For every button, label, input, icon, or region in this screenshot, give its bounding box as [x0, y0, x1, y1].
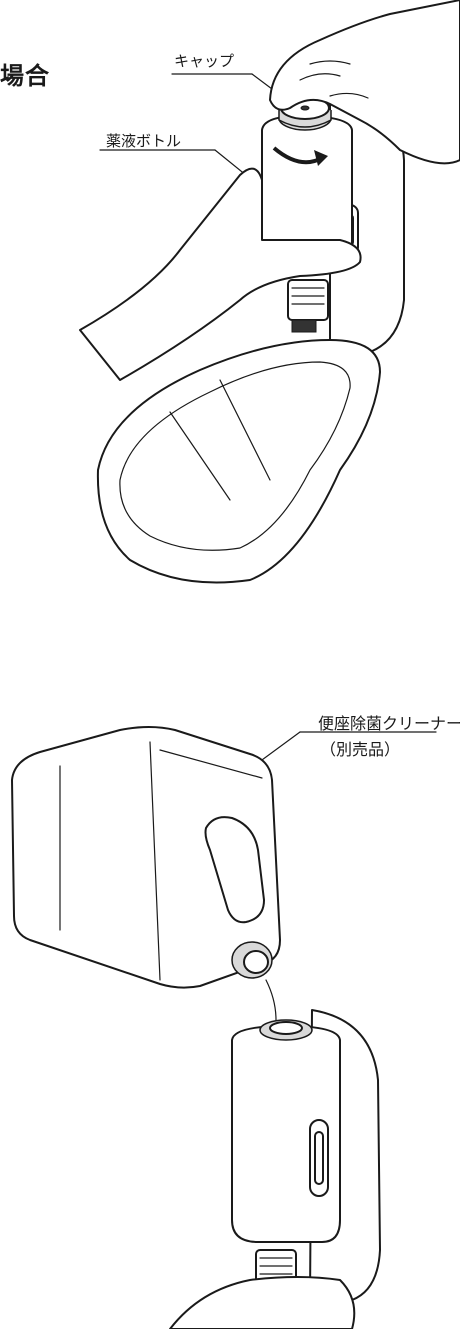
bottle-opening	[269, 1021, 303, 1035]
sight-window-2-inner	[314, 1131, 324, 1185]
rotate-arrow-head	[314, 150, 328, 166]
lower-hand	[79, 167, 362, 381]
cleaner-note: （別売品）	[320, 740, 401, 759]
jerrycan-edges	[59, 741, 161, 981]
tray	[96, 339, 381, 584]
cap-center	[300, 105, 310, 111]
bottle-cap-illustration	[79, 0, 460, 584]
pour-stream	[265, 979, 277, 1021]
tray-2	[169, 1276, 356, 1329]
jerrycan-handle	[204, 816, 265, 924]
jerrycan-spout-inner	[243, 950, 269, 974]
upper-hand	[269, 0, 460, 165]
cleaner-jerrycan	[11, 726, 281, 989]
refill-illustration	[11, 726, 437, 1329]
section-heading: 場合	[0, 62, 50, 90]
pump-unit	[287, 279, 329, 321]
tray-ribs	[169, 379, 271, 501]
jerrycan-top-edge	[159, 749, 263, 779]
cap-label: キャップ	[174, 52, 235, 70]
tray-inner	[119, 361, 351, 551]
bottle-label: 薬液ボトル	[106, 132, 182, 150]
cleaner-label: 便座除菌クリーナー	[318, 714, 460, 733]
finger-lines	[299, 60, 369, 99]
nozzle	[291, 319, 317, 333]
